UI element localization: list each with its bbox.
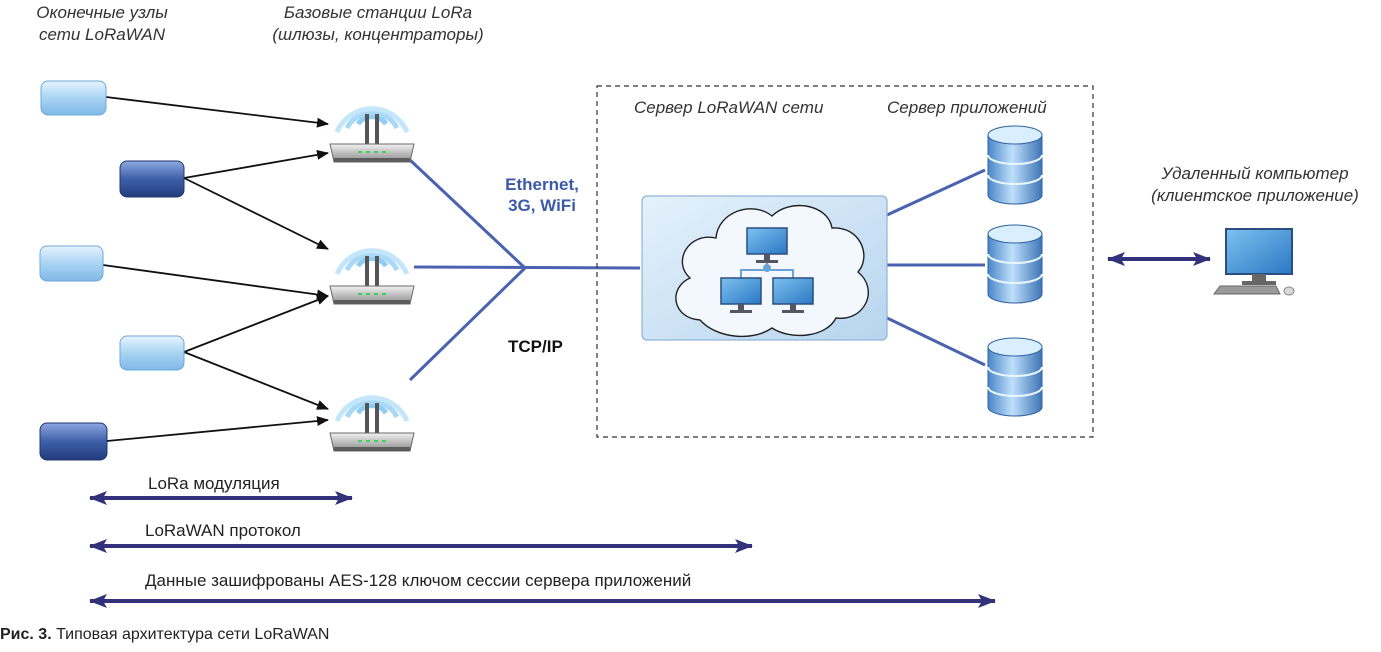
gateway-icon	[330, 109, 414, 162]
backhaul-links	[408, 158, 986, 382]
lorawan-span-label: LoRaWAN протокол	[145, 521, 301, 540]
end-nodes-title-line1: Оконечные узлы	[36, 3, 168, 22]
end-nodes-title: Оконечные узлы сети LoRaWAN	[12, 2, 192, 46]
end-node-icon	[39, 245, 104, 282]
gateway-icon	[330, 251, 414, 304]
network-server-title: Сервер LoRaWAN сети	[634, 98, 824, 117]
end-node-links	[102, 96, 329, 442]
end-nodes-title-line2: сети LoRaWAN	[38, 25, 166, 44]
caption-prefix: Рис. 3.	[0, 626, 52, 643]
backhaul-label-line2: 3G, WiFi	[508, 196, 576, 215]
remote-title-line2: (клиентское приложение)	[1151, 186, 1359, 205]
gateways-title: Базовые станции LoRa (шлюзы, концентрато…	[238, 2, 518, 46]
end-nodes	[39, 80, 185, 461]
database-icon	[987, 337, 1043, 417]
end-node-icon	[39, 422, 108, 461]
database-icon	[987, 224, 1043, 304]
end-node-icon	[119, 335, 185, 371]
end-node-icon	[119, 160, 185, 198]
figure-caption: Рис. 3. Типовая архитектура сети LoRaWAN	[0, 626, 329, 644]
aes-span-label: Данные зашифрованы AES-128 ключом сессии…	[145, 571, 692, 590]
protocol-label: TCP/IP	[508, 337, 563, 356]
backhaul-label-line1: Ethernet,	[505, 175, 579, 194]
gateway-icon	[330, 398, 414, 451]
backhaul-label: Ethernet, 3G, WiFi	[492, 174, 592, 216]
app-server-title: Сервер приложений	[887, 98, 1047, 117]
application-servers	[987, 125, 1043, 417]
end-node-icon	[40, 80, 107, 116]
server-group-frame	[596, 85, 1094, 438]
gateways-title-line1: Базовые станции LoRa	[283, 3, 473, 22]
lora-span-label: LoRa модуляция	[148, 474, 280, 493]
gateways-title-line2: (шлюзы, концентраторы)	[272, 25, 484, 44]
caption-text: Типовая архитектура сети LoRaWAN	[51, 626, 330, 643]
network-server-box	[641, 195, 888, 341]
gateways	[330, 109, 414, 451]
computer-icon	[1213, 228, 1295, 296]
database-icon	[987, 125, 1043, 205]
remote-title-line1: Удаленный компьютер	[1161, 164, 1349, 183]
remote-computer-title: Удаленный компьютер (клиентское приложен…	[1130, 163, 1380, 207]
